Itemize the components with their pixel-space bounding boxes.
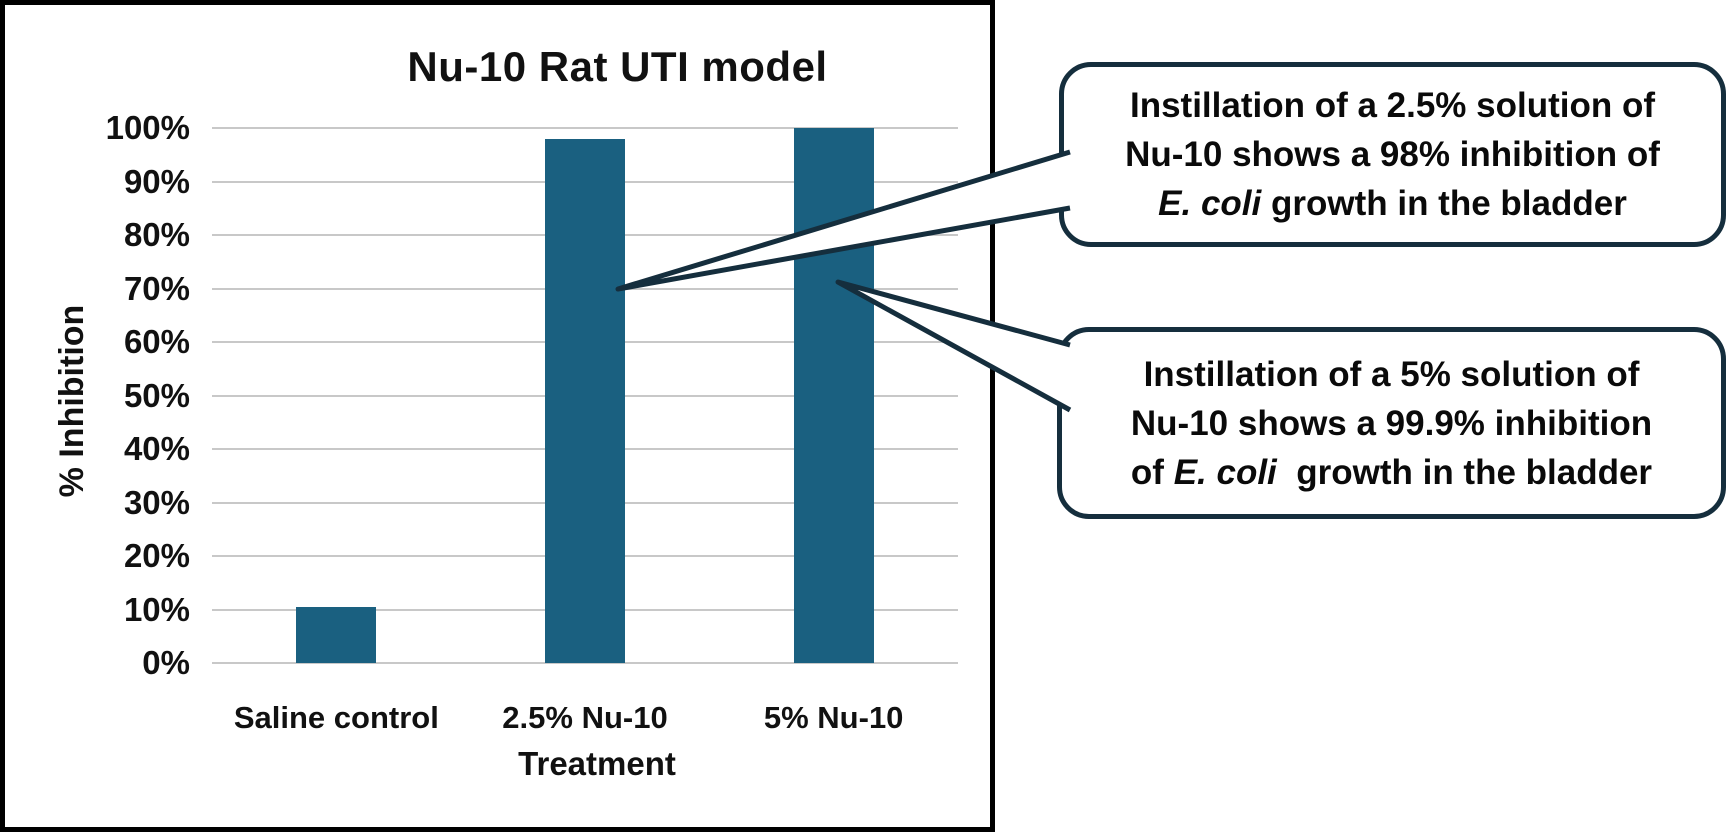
gridline [212,127,958,129]
y-tick-label: 40% [123,430,190,467]
bar-5-nu-10 [793,128,874,663]
y-tick-label: 60% [123,323,190,360]
callout-text-line: Instillation of a 2.5% solution of [1129,86,1656,125]
chart-title: Nu-10 Rat UTI model [407,43,828,90]
y-tick-label: 10% [123,590,190,628]
x-tick-label: 5% Nu-10 [763,700,904,735]
gridline [212,662,958,664]
x-tick-label: 2.5% Nu-10 [502,700,668,735]
bar-2-5-nu-10 [545,138,625,663]
y-tick-label: 80% [123,216,190,253]
bar-saline-control [296,606,377,663]
y-tick-label: 20% [123,537,190,574]
callout-text-line: Instillation of a 5% solution of [1143,354,1640,394]
y-tick-label: 50% [123,376,190,414]
y-tick-label: 70% [123,269,190,307]
x-axis-title: Treatment [518,745,676,782]
plot-area [212,127,958,664]
x-tick-label: Saline control [233,700,439,735]
callout-text-line: E. coli growth in the bladder [1158,184,1627,223]
callout-text-line: Nu-10 shows a 98% inhibition of [1125,135,1660,174]
y-tick-label: 100% [105,109,190,146]
callout-2-5-percent: Instillation of a 2.5% solution of Nu-10 … [1059,62,1726,247]
y-tick-label: 30% [123,483,190,521]
y-tick-label: 0% [142,644,190,681]
chart-panel: Nu-10 Rat UTI model % Inhibition 0%10%20… [0,0,995,832]
callout-text-line: Nu-10 shows a 99.9% inhibition [1130,403,1653,443]
callout-5-percent: Instillation of a 5% solution of Nu-10 sh… [1057,327,1726,519]
callout-text-line: of E. coli growth in the bladder [1130,452,1653,492]
y-tick-label: 90% [123,162,190,200]
